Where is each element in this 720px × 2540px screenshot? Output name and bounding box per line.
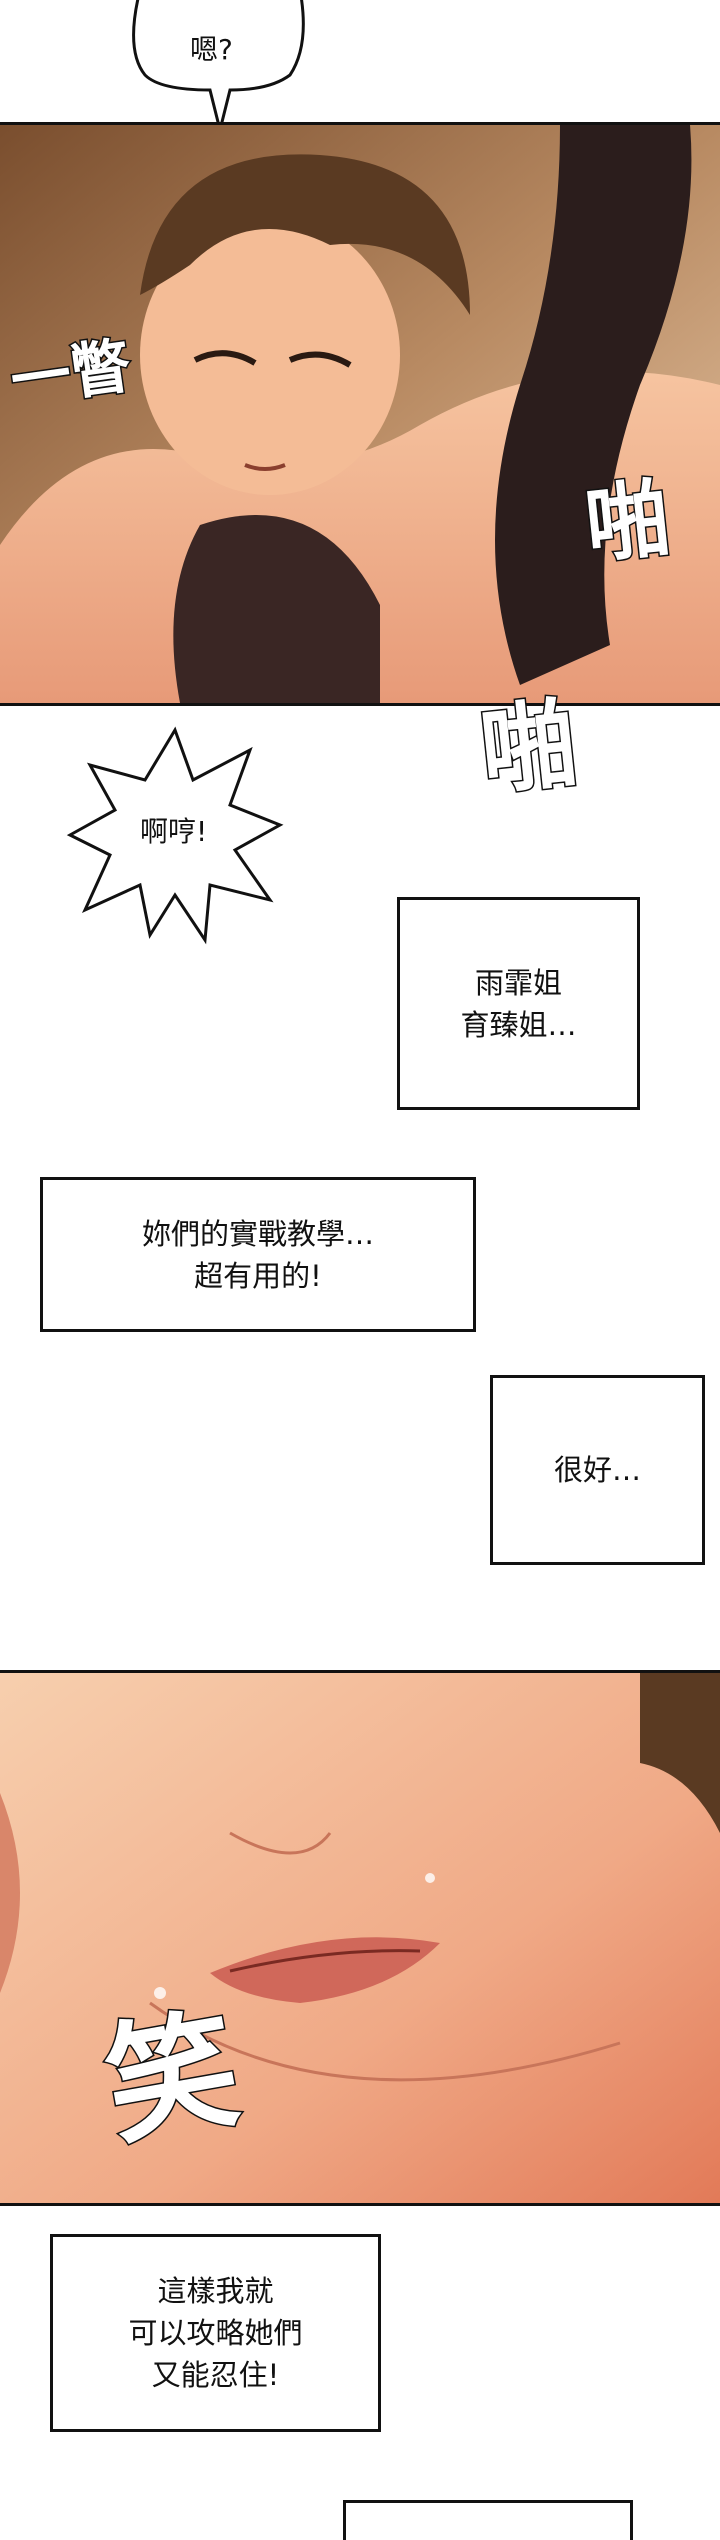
caption-box-1: 雨霏姐 育臻姐…	[397, 897, 640, 1110]
panel-2-artwork: 笑	[0, 1670, 720, 2206]
sfx-glance: 一瞥	[5, 329, 137, 418]
sfx-slap-1: 啪	[579, 466, 676, 576]
caption-box-2: 妳們的實戰教學… 超有用的!	[40, 1177, 476, 1332]
sfx-slap-2: 啪	[474, 685, 584, 810]
panel-1-artwork: 一瞥 啪	[0, 122, 720, 706]
caption-3-line-1: 很好…	[553, 1453, 641, 1487]
panel-1-illustration	[0, 125, 720, 703]
speech-bubble-top	[132, 0, 305, 131]
caption-box-5-partial	[343, 2500, 633, 2540]
exclaim-text: 啊哼!	[140, 815, 208, 848]
caption-2-line-2: 超有用的!	[194, 1258, 322, 1293]
speech-text-top: 嗯?	[190, 33, 233, 66]
caption-1-line-1: 雨霏姐	[474, 965, 562, 1000]
caption-1-line-2: 育臻姐…	[460, 1007, 577, 1042]
caption-4-line-1: 這樣我就	[157, 2274, 274, 2308]
panel-2-illustration	[0, 1673, 720, 2203]
spiky-speech-bubble	[66, 726, 284, 945]
caption-box-3: 很好…	[490, 1375, 705, 1565]
caption-4-line-3: 又能忍住!	[151, 2358, 280, 2392]
caption-box-4: 這樣我就 可以攻略她們 又能忍住!	[50, 2234, 381, 2432]
caption-4-line-2: 可以攻略她們	[128, 2316, 303, 2350]
caption-2-line-1: 妳們的實戰教學…	[141, 1216, 374, 1251]
